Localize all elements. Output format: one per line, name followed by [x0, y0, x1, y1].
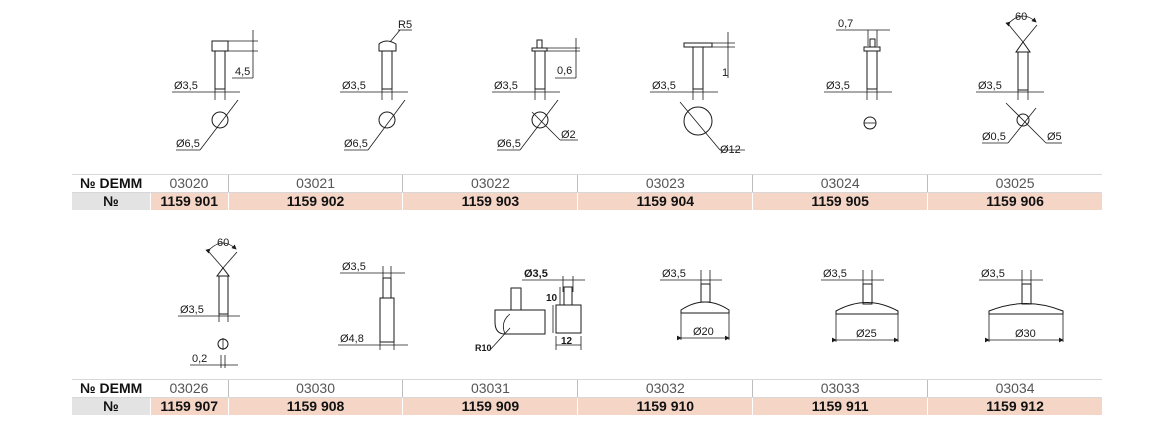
dim-shank: Ø3,5	[826, 80, 850, 92]
drawing-03022: 0,6 Ø3,5 Ø2 Ø6,5	[492, 38, 580, 151]
dim-angle: 60	[1015, 11, 1027, 23]
dim-radius: R5	[398, 19, 412, 31]
number-row: № 1159 901 1159 902 1159 903 1159 904 11…	[72, 192, 1102, 210]
drawing-03021: R5 Ø3,5 Ø6,5	[340, 19, 412, 151]
dim-shank: Ø3,5	[180, 304, 204, 316]
drawing-03024: 0,7 Ø3,5	[824, 18, 892, 130]
dim-foot: Ø20	[693, 326, 714, 338]
article-number: 1159 901	[149, 192, 229, 210]
demm-label: № DEMM	[72, 379, 151, 398]
demm-row: № DEMM 03020 03021 03022 03023 03024 030…	[72, 174, 1102, 193]
dim-shank: Ø3,5	[342, 261, 366, 273]
dim-shank: Ø3,5	[662, 268, 686, 280]
dim-height: 0,6	[557, 65, 572, 77]
drawing-03025: 60 Ø3,5 Ø5 Ø0,5	[976, 11, 1062, 144]
dim-shank: Ø3,5	[494, 80, 518, 92]
demm-code: 03032	[577, 379, 753, 398]
demm-code: 03023	[577, 174, 753, 193]
dim-shank: Ø3,5	[981, 268, 1005, 280]
dim-tip: Ø12	[720, 144, 741, 156]
dim-width: 12	[561, 336, 573, 347]
demm-code: 03024	[752, 174, 928, 193]
dim-tip: Ø6,5	[344, 138, 368, 150]
dim-shank: Ø3,5	[174, 80, 198, 92]
drawing-03020: 4,5 Ø3,5 Ø6,5	[172, 30, 258, 151]
drawing-03030: Ø3,5 Ø4,8	[338, 261, 408, 350]
demm-code: 03026	[150, 379, 229, 398]
article-number: 1159 910	[577, 397, 753, 415]
catalog-table-top: № DEMM 03020 03021 03022 03023 03024 030…	[72, 174, 1102, 210]
demm-code: 03020	[150, 174, 229, 193]
dim-shank: Ø3,5	[652, 80, 676, 92]
dim-foot: Ø30	[1015, 328, 1036, 340]
drawing-03034: Ø3,5 Ø30	[979, 268, 1064, 343]
dim-angle: 60	[217, 237, 229, 249]
article-number: 1159 912	[927, 397, 1102, 415]
article-number: 1159 905	[752, 192, 928, 210]
demm-code: 03025	[927, 174, 1102, 193]
dim-shank: Ø3,5	[342, 80, 366, 92]
catalog-table-bottom: № DEMM 03026 03030 03031 03032 03033 030…	[72, 379, 1102, 415]
dim-shank: Ø3,5	[978, 80, 1002, 92]
dim-shank: Ø3,5	[823, 268, 847, 280]
dim-width: 0,7	[838, 18, 853, 30]
demm-code: 03034	[927, 379, 1102, 398]
dim-tip: Ø6,5	[176, 138, 200, 150]
number-label: №	[72, 397, 151, 415]
drawing-03033: Ø3,5 Ø25	[821, 268, 899, 343]
dim-tip: 0,2	[192, 353, 207, 365]
article-number: 1159 907	[149, 397, 229, 415]
number-row: № 1159 907 1159 908 1159 909 1159 910 11…	[72, 397, 1102, 415]
demm-code: 03022	[402, 174, 578, 193]
article-number: 1159 904	[577, 192, 753, 210]
article-number: 1159 902	[227, 192, 403, 210]
demm-row: № DEMM 03026 03030 03031 03032 03033 030…	[72, 379, 1102, 398]
drawing-03023: 1 Ø3,5 Ø12	[650, 32, 745, 156]
number-label: №	[72, 192, 151, 210]
drawing-03031: Ø3,5 10 12 R10	[475, 268, 585, 353]
dim-radius: R10	[475, 343, 492, 353]
article-number: 1159 906	[927, 192, 1102, 210]
article-number: 1159 911	[752, 397, 928, 415]
drawing-03026: 60 Ø3,5 0,2	[178, 237, 240, 368]
article-number: 1159 903	[402, 192, 578, 210]
demm-code: 03033	[752, 379, 928, 398]
dim-inner: Ø2	[561, 129, 576, 141]
demm-code: 03031	[402, 379, 578, 398]
article-number: 1159 909	[402, 397, 578, 415]
dim-height: 4,5	[235, 66, 250, 78]
drawing-03032: Ø3,5 Ø20	[660, 268, 730, 341]
dim-height: 1	[722, 67, 728, 79]
dim-shank: Ø3,5	[524, 268, 548, 280]
dim-body: Ø4,8	[340, 333, 364, 345]
demm-code: 03021	[227, 174, 403, 193]
dim-tip-b: Ø5	[1047, 131, 1062, 143]
dim-tip: Ø6,5	[497, 138, 521, 150]
dim-height: 10	[546, 293, 558, 304]
demm-label: № DEMM	[72, 174, 151, 193]
demm-code: 03030	[227, 379, 403, 398]
dim-foot: Ø25	[856, 328, 877, 340]
dim-tip-a: Ø0,5	[982, 131, 1006, 143]
article-number: 1159 908	[227, 397, 403, 415]
